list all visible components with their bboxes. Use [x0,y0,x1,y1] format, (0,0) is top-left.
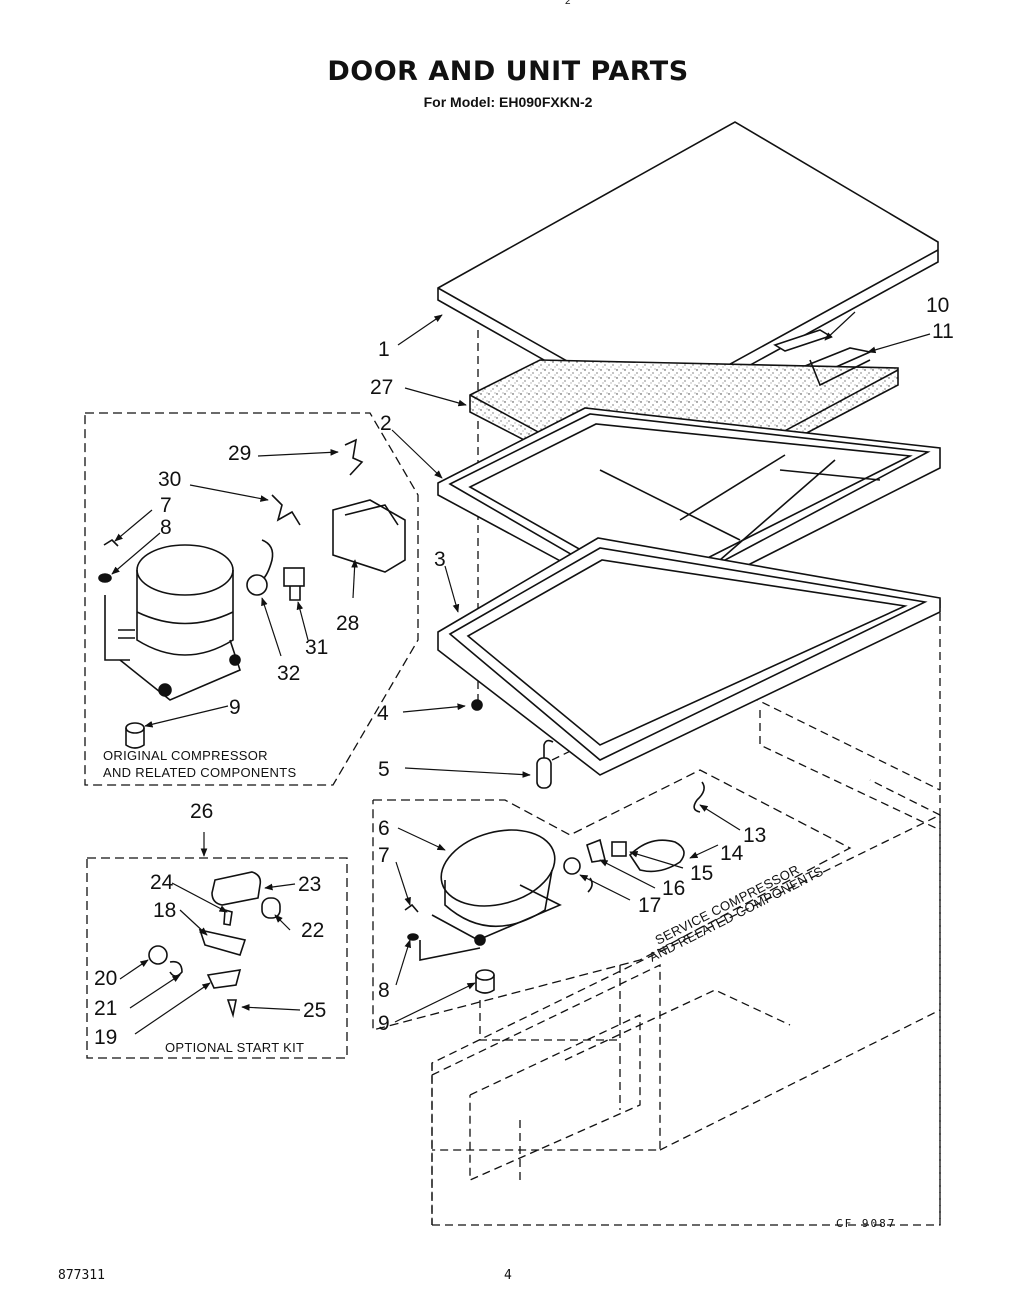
callout-numbers: 1 27 10 11 2 3 4 5 6 7 8 9 13 14 15 16 1… [94,294,954,1049]
original-small-parts [98,438,406,749]
callout-4: 4 [377,702,389,725]
model-subtitle: For Model: EH090FXKN-2 [423,94,593,110]
callout-16: 16 [662,877,685,900]
callout-6: 6 [378,817,390,840]
original-caption-line1: ORIGINAL COMPRESSOR [103,748,268,763]
callout-9-original: 9 [229,696,241,719]
service-group-boundary [372,769,852,1031]
callout-31: 31 [305,636,328,659]
callout-13: 13 [743,824,766,847]
callout-1: 1 [378,338,390,361]
callout-14: 14 [720,842,744,865]
callout-18: 18 [153,899,176,922]
callout-22: 22 [301,919,324,942]
callout-23: 23 [298,873,321,896]
callout-25: 25 [303,999,326,1022]
callout-20: 20 [94,967,117,990]
callout-7-original: 7 [160,494,172,517]
callout-29: 29 [228,442,251,465]
callout-24: 24 [150,871,174,894]
callout-28: 28 [336,612,359,635]
callout-3: 3 [434,548,446,571]
start-kit-parts [148,871,281,1019]
figure-code: CF 9087 [836,1217,897,1230]
callout-2: 2 [380,412,392,435]
callout-8-original: 8 [160,516,172,539]
leader-lines [111,311,931,1035]
start-kit-boundary [86,857,348,1059]
callout-10: 10 [926,294,949,317]
page-number: 4 [504,1268,512,1283]
callout-27: 27 [370,376,393,399]
grommet-service [475,969,495,994]
original-group-boundary [84,412,419,786]
callout-30: 30 [158,468,181,491]
service-caption-line1: SERVICE COMPRESSOR [653,862,802,948]
callout-5: 5 [378,758,390,781]
callout-11: 11 [932,320,954,343]
callout-17: 17 [638,894,661,917]
service-compressor [419,829,562,961]
service-relay-parts [563,781,705,893]
top-mark: 2 [565,0,571,7]
callout-7-service: 7 [378,844,390,867]
screw-part [471,699,483,711]
callout-8-service: 8 [378,979,390,1002]
clip-and-washer-service [404,903,419,941]
callout-19: 19 [94,1026,117,1049]
document-number: 877311 [58,1268,105,1283]
callout-15: 15 [690,862,713,885]
page-title: DOOR AND UNIT PARTS [327,56,689,87]
callout-32: 32 [277,662,300,685]
temperature-sensor [536,739,554,789]
callout-21: 21 [94,997,117,1020]
original-compressor [118,544,241,701]
callout-9-service: 9 [378,1012,390,1035]
cabinet-breaker-frame [437,537,941,776]
original-caption-line2: AND RELATED COMPONENTS [103,765,296,780]
start-kit-caption: OPTIONAL START KIT [165,1040,304,1055]
callout-26: 26 [190,800,213,823]
